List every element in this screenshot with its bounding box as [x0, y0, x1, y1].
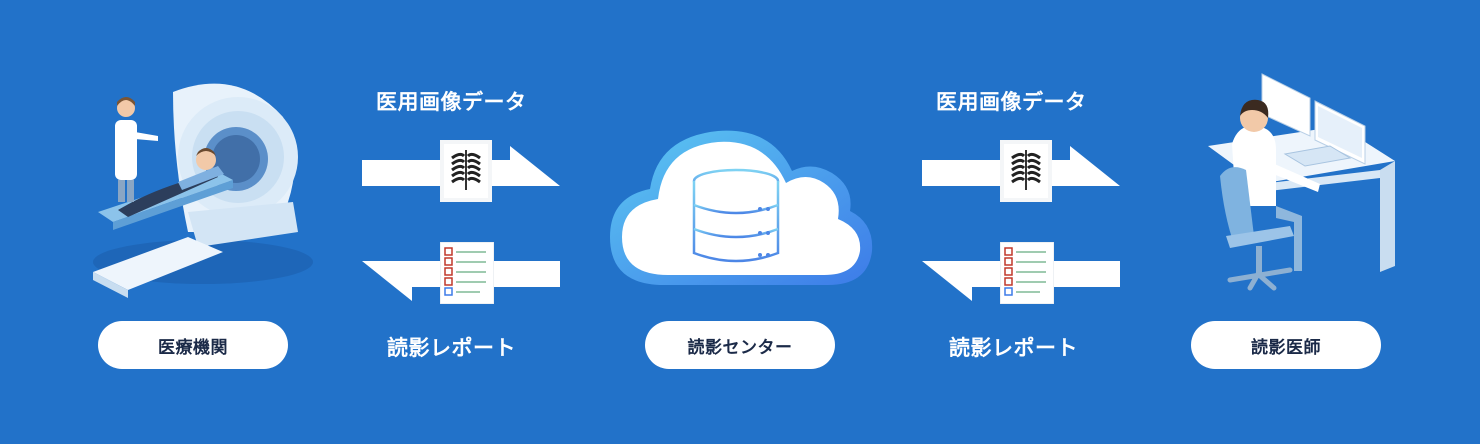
reading-center-pill: 読影センター [645, 321, 835, 369]
radiologist-workstation-icon [1208, 73, 1395, 291]
medical-institution-pill: 医療機関 [98, 321, 288, 369]
left-image-data-label: 医用画像データ [376, 90, 527, 114]
right-report-label: 読影レポート [949, 336, 1078, 360]
radiologist-pill: 読影医師 [1191, 321, 1381, 369]
report-checklist-icon [440, 242, 494, 304]
report-checklist-icon [1000, 242, 1054, 304]
mri-scanner-icon [93, 83, 313, 298]
cloud-database-icon [610, 130, 873, 285]
chest-xray-icon [440, 140, 492, 202]
left-report-label: 読影レポート [387, 336, 516, 360]
right-image-data-label: 医用画像データ [936, 90, 1087, 114]
chest-xray-icon [1000, 140, 1052, 202]
